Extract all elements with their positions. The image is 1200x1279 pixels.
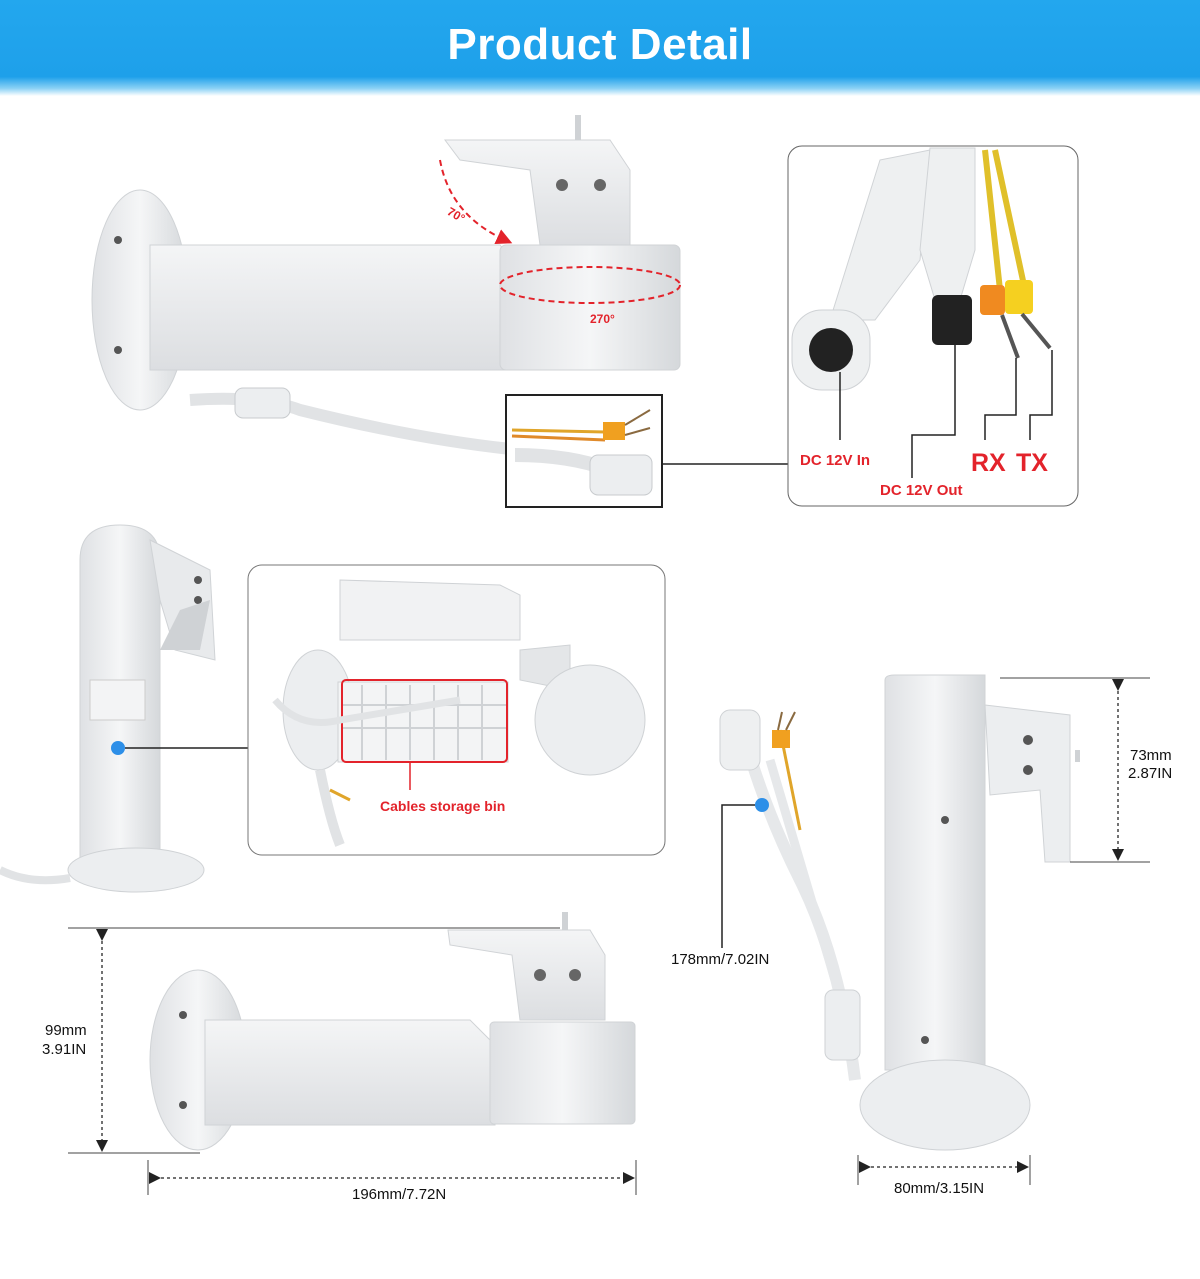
storage-bin-label: Cables storage bin (380, 798, 506, 814)
storage-closeup (272, 579, 646, 847)
bracket-vertical-dimensions (719, 674, 1150, 1185)
header-banner: Product Detail (0, 0, 1200, 96)
top-mm-label: 73mm (1130, 747, 1172, 764)
top-in-label: 2.87IN (1128, 765, 1173, 782)
bracket-side-view (0, 524, 248, 893)
dc-out-label: DC 12V Out (880, 482, 963, 499)
connector-closeup (791, 147, 1052, 391)
base-label: 80mm/3.15IN (894, 1180, 985, 1197)
connector-leader-lines (839, 345, 1053, 478)
page-title: Product Detail (447, 20, 753, 69)
bracket-top-view (91, 115, 681, 456)
rx-label: RX (971, 449, 1006, 477)
tx-label: TX (1016, 449, 1048, 477)
length-label: 196mm/7.72N (352, 1186, 447, 1203)
height-mm-label: 99mm (45, 1022, 87, 1039)
dc-in-label: DC 12V In (800, 452, 871, 469)
bracket-front-dimensions (68, 912, 637, 1195)
height-in-label: 3.91IN (42, 1041, 87, 1058)
cable-length-label: 178mm/7.02IN (671, 951, 770, 968)
pan-angle-label: 270° (590, 312, 615, 326)
